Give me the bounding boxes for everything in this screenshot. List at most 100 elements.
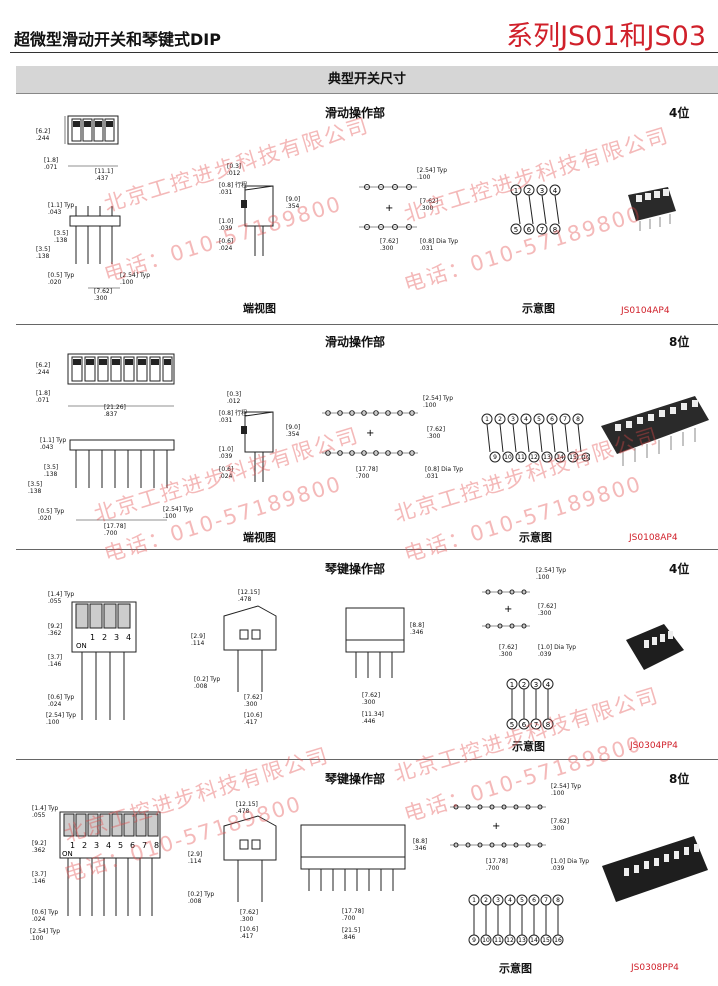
schematic-pin-label: 3 — [534, 681, 538, 689]
key-number: 2 — [102, 633, 107, 642]
dim-label: .024 — [48, 701, 62, 708]
schematic-pin-label: 4 — [508, 897, 512, 904]
end-view-caption: 端视图 — [243, 531, 276, 544]
part-number: JS0304PP4 — [630, 741, 678, 751]
key-number: 1 — [90, 633, 95, 642]
dim-label: [3.7] — [32, 871, 47, 878]
key-number: 7 — [142, 841, 147, 850]
schematic-caption: 示意图 — [522, 302, 555, 315]
dim-label: .346 — [410, 629, 424, 636]
svg-text:+: + — [492, 821, 500, 832]
dim-label: .055 — [48, 598, 62, 605]
dim-label: [21.26] — [104, 404, 126, 411]
dim-label: [2.54] Typ — [120, 272, 151, 279]
dim-label: .100 — [163, 513, 177, 520]
product-photo — [601, 396, 709, 466]
dim-label: .071 — [36, 397, 50, 404]
dim-label: .024 — [219, 245, 233, 252]
dim-label: [7.62] — [499, 644, 518, 651]
dim-label: .043 — [40, 444, 54, 451]
dim-label: [1.0] — [219, 218, 234, 225]
dim-label: .008 — [194, 683, 208, 690]
section-title: 琴键操作部 — [325, 772, 386, 786]
dim-label: .846 — [342, 934, 356, 941]
schematic-pin-label: 3 — [496, 897, 500, 904]
schematic-pin-label: 6 — [522, 721, 527, 729]
dim-label: .700 — [486, 865, 500, 872]
dim-label: .354 — [286, 431, 300, 438]
dim-label: [0.8] Dia Typ — [420, 238, 459, 245]
dim-label: .300 — [538, 610, 552, 617]
dim-label: [0.8] 行程 — [219, 410, 248, 417]
dim-label: .100 — [536, 574, 550, 581]
end-view-drawing — [241, 411, 274, 482]
dim-label: .346 — [413, 845, 427, 852]
dim-label: [17.78] — [486, 858, 508, 865]
dim-label: .071 — [44, 164, 58, 171]
dim-label: .138 — [36, 253, 50, 260]
dim-label: [11.34] — [362, 711, 384, 718]
schematic-pin-label: 4 — [546, 681, 551, 689]
schematic-pin-label: 4 — [524, 416, 528, 423]
schematic-pin-label: 14 — [556, 454, 564, 461]
dim-label: [0.2] Typ — [194, 676, 221, 683]
dim-label: .020 — [48, 279, 62, 286]
dim-label: [1.0] — [219, 446, 234, 453]
dim-label: .043 — [48, 209, 62, 216]
schematic-pin-label: 11 — [494, 937, 502, 944]
dim-label: .244 — [36, 369, 50, 376]
section-title: 滑动操作部 — [325, 106, 386, 120]
schematic-pin-label: 1 — [514, 187, 518, 195]
dim-label: [9.2] — [48, 623, 63, 630]
dim-label: .354 — [286, 203, 300, 210]
dim-label: .114 — [188, 858, 202, 865]
dim-label: [21.5] — [342, 927, 361, 934]
part-number: JS0104AP4 — [621, 306, 670, 316]
dim-label: .300 — [94, 295, 108, 302]
dim-label: [17.78] — [104, 523, 126, 530]
dim-label: .039 — [551, 865, 565, 872]
schematic-pin-label: 7 — [544, 897, 548, 904]
dim-label: [2.9] — [188, 851, 203, 858]
schematic-pin-label: 13 — [543, 454, 551, 461]
schematic-pin-label: 5 — [510, 721, 514, 729]
dim-label: [7.62] — [427, 426, 446, 433]
document-subtitle: 超微型滑动开关和琴键式DIP — [14, 30, 221, 49]
pcb-layout: + — [359, 184, 417, 230]
dim-label: [8.8] — [413, 838, 428, 845]
schematic-pin-label: 7 — [534, 721, 538, 729]
schematic-pin-label: 2 — [484, 897, 488, 904]
top-view-drawing — [64, 115, 121, 289]
piano-front-view — [345, 607, 405, 678]
schematic-pin-label: 15 — [569, 454, 577, 461]
pcb-layout: + — [482, 589, 530, 629]
schematic-pin-label: 5 — [520, 897, 524, 904]
schematic-pin-label: 6 — [532, 897, 536, 904]
key-number: 2 — [82, 841, 87, 850]
schematic-pin-label: 7 — [563, 416, 567, 423]
dim-label: .100 — [417, 174, 431, 181]
section-title: 滑动操作部 — [325, 335, 386, 349]
dim-label: .031 — [420, 245, 434, 252]
schematic-pin-label: 11 — [517, 454, 525, 461]
schematic-pin-label: 15 — [542, 937, 550, 944]
dim-label: .138 — [54, 237, 68, 244]
dim-label: .300 — [240, 916, 254, 923]
dim-label: [1.0] Dia Typ — [551, 858, 590, 865]
dim-label: [12.15] — [238, 589, 260, 596]
svg-text:+: + — [504, 604, 512, 615]
schematic-pin-label: 6 — [550, 416, 554, 423]
key-number: 4 — [126, 633, 131, 642]
schematic-pin-label: 7 — [540, 226, 544, 234]
dim-label: [10.6] — [244, 712, 263, 719]
dim-label: [7.62] — [420, 198, 439, 205]
dim-label: .024 — [219, 473, 233, 480]
dim-label: [2.54] Typ — [536, 567, 567, 574]
dim-label: .417 — [244, 719, 258, 726]
dim-label: [9.0] — [286, 196, 301, 203]
schematic-pin-label: 10 — [504, 454, 512, 461]
product-photo — [628, 187, 676, 231]
dim-label: .039 — [538, 651, 552, 658]
on-label: ON — [62, 850, 73, 858]
